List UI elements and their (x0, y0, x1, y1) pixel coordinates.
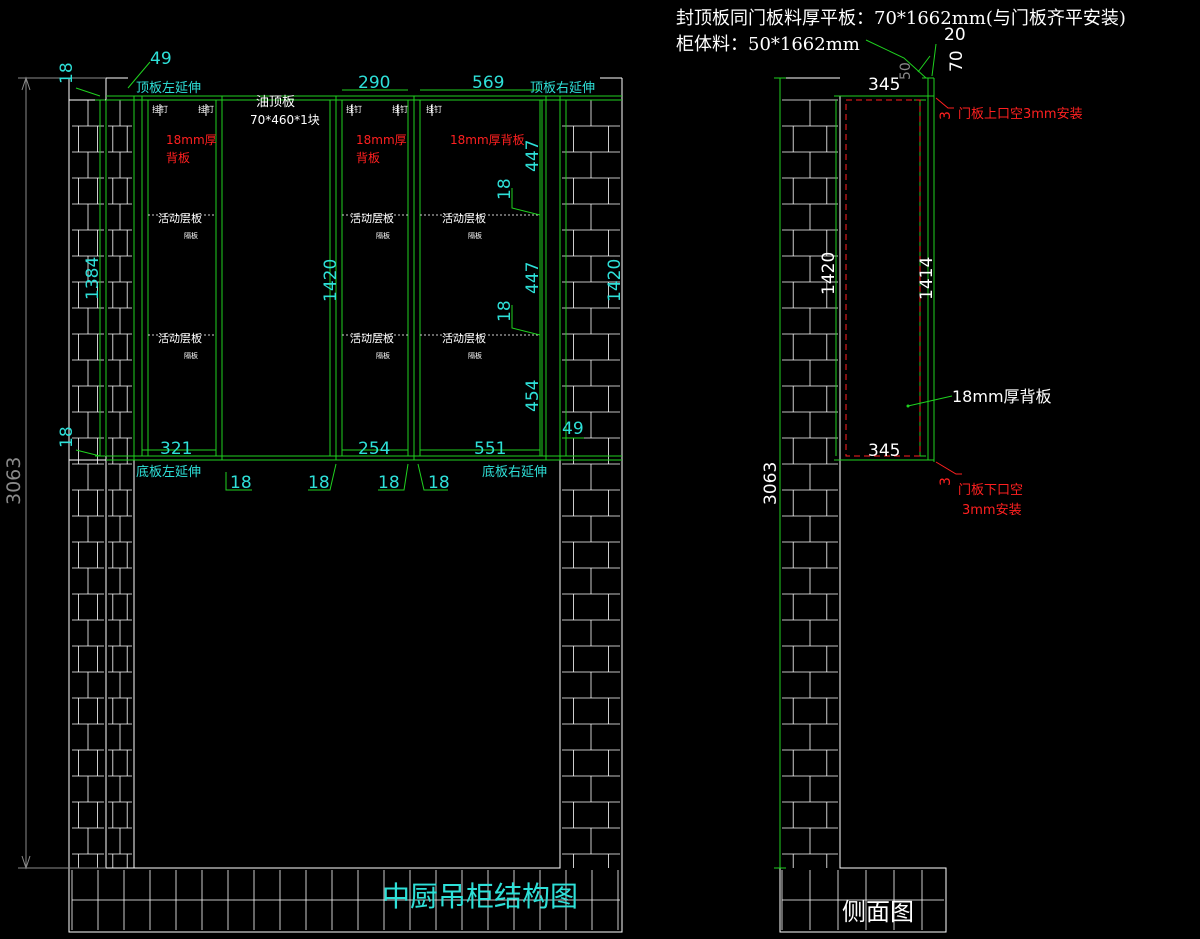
dim-gap: 18 (230, 473, 252, 493)
side-dim-top-h: 70 (947, 50, 967, 72)
dim-overall-front: 3063 (3, 457, 25, 505)
dim-w-mid-bot: 254 (358, 439, 390, 459)
hinge-label: 挂钉 (152, 104, 168, 114)
dim-top-thk: 18 (57, 62, 77, 84)
side-dim-door-h: 1414 (917, 257, 937, 300)
hinge-markers (159, 104, 433, 116)
side-dim-overall: 3063 (761, 462, 781, 505)
side-dim-depth-bot: 345 (868, 441, 900, 461)
dim-w-right-bot: 551 (474, 439, 506, 459)
front-title: 中厨吊柜结构图 (382, 880, 578, 913)
hinge-label: 挂钉 (346, 104, 362, 114)
dim-section-1: 447 (523, 140, 543, 172)
label-bottom-right-ext: 底板右延伸 (482, 464, 547, 480)
dim-right-h: 1420 (605, 259, 625, 302)
dim-section-2: 447 (523, 262, 543, 294)
front-overall-dimension (18, 76, 106, 870)
shelf-sub-label: 隔板 (184, 231, 198, 240)
note-body-material: 柜体料：50*1662mm (676, 34, 860, 55)
side-gap-bot-num: 3 (938, 477, 954, 486)
dim-ext-right: 49 (562, 419, 584, 439)
dim-left-panel-h: 1384 (83, 257, 103, 300)
side-back-panel (845, 99, 921, 457)
dim-shelf-thk: 18 (495, 300, 515, 322)
dim-w-right-top: 569 (472, 73, 504, 93)
shelf-label: 活动层板 (442, 331, 486, 345)
side-gap-bot-label-1: 门板下口空 (958, 483, 1023, 498)
shelf-sub-label: 隔板 (376, 231, 390, 240)
shelf-label: 活动层板 (350, 211, 394, 225)
shelf-label: 活动层板 (442, 211, 486, 225)
label-oil-top-1: 油顶板 (256, 95, 295, 110)
back-panel-red-right: 18mm厚背板 (450, 133, 525, 147)
side-title: 侧面图 (842, 898, 914, 926)
front-shelves (148, 214, 540, 336)
dim-section-3: 454 (523, 380, 543, 412)
dim-gap: 18 (428, 473, 450, 493)
dim-gap: 18 (378, 473, 400, 493)
dim-w-mid-top: 290 (358, 73, 390, 93)
label-bottom-left-ext: 底板左延伸 (136, 464, 201, 480)
back-panel-red-mid-1: 18mm厚 (356, 133, 407, 147)
label-oil-top-2: 70*460*1块 (250, 113, 320, 127)
side-dim-depth-top: 345 (868, 75, 900, 95)
back-panel-red-mid-2: 背板 (356, 151, 380, 165)
shelf-sub-label: 隔板 (184, 351, 198, 360)
hinge-label: 挂钉 (392, 104, 408, 114)
hinge-label: 挂钉 (198, 104, 214, 114)
back-panel-red-left-2: 背板 (166, 151, 190, 165)
shelf-label: 活动层板 (158, 331, 202, 345)
side-gap-leaders (935, 97, 962, 475)
side-dim-top-w: 20 (944, 25, 966, 45)
brick-wall-hatching (71, 99, 944, 930)
shelf-sub-label: 隔板 (468, 351, 482, 360)
front-dimension-lines (75, 61, 584, 491)
front-cabinet-frame (105, 95, 622, 461)
back-panel-leader (907, 395, 953, 407)
note-top-panel: 封顶板同门板料厚平板：70*1662mm(与门板齐平安装) (676, 8, 1126, 29)
shelf-label: 活动层板 (158, 211, 202, 225)
side-gap-bot-label-2: 3mm安装 (962, 503, 1022, 518)
dim-w-left: 321 (160, 439, 192, 459)
side-dim-inner-h: 1420 (819, 252, 839, 295)
label-top-right-ext: 顶板右延伸 (530, 81, 595, 96)
shelf-sub-label: 隔板 (468, 231, 482, 240)
side-dim-top-50: 50 (898, 62, 914, 80)
side-gap-top-num: 3 (938, 111, 954, 120)
hinge-label: 挂钉 (426, 104, 442, 114)
label-top-left-ext: 顶板左延伸 (136, 81, 201, 96)
side-back-panel-label: 18mm厚背板 (952, 387, 1052, 406)
dim-mid-h: 1420 (321, 259, 341, 302)
dim-bot-thk: 18 (57, 426, 77, 448)
shelf-label: 活动层板 (350, 331, 394, 345)
dim-shelf-thk: 18 (495, 178, 515, 200)
dim-ext-left: 49 (150, 49, 172, 69)
side-gap-top-label: 门板上口空3mm安装 (958, 107, 1083, 122)
shelf-sub-label: 隔板 (376, 351, 390, 360)
back-panel-red-left-1: 18mm厚 (166, 133, 217, 147)
dim-gap: 18 (308, 473, 330, 493)
